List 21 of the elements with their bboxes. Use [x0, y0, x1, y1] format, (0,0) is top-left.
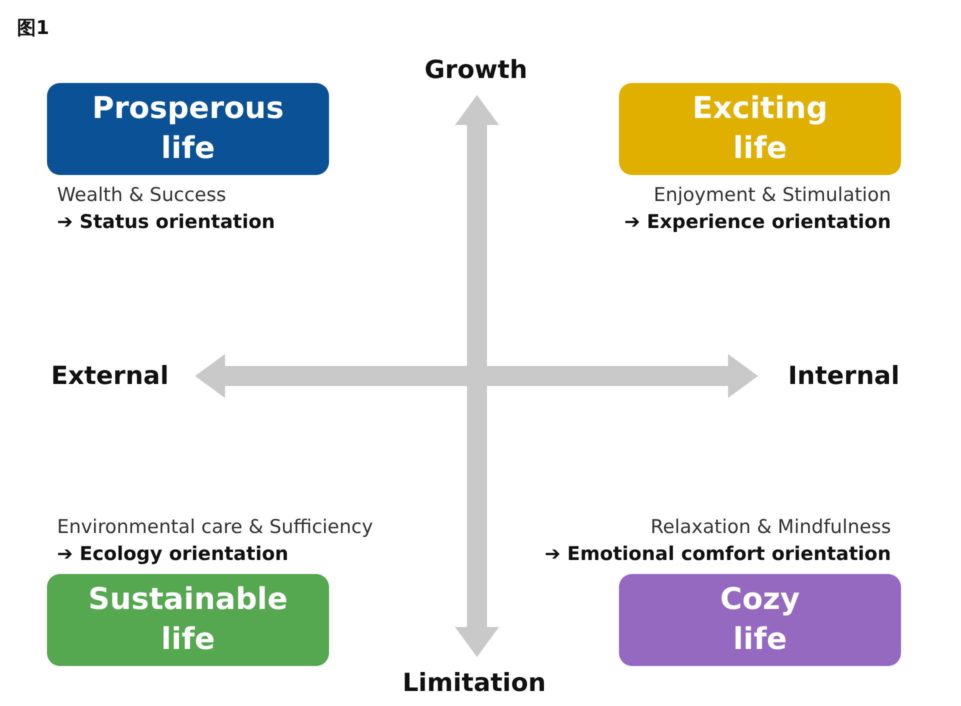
- category-box: [619, 83, 901, 175]
- caption-text: Wealth & Success: [57, 183, 226, 207]
- figure-title: 图1: [17, 16, 50, 41]
- box-title: Prosperous life: [92, 90, 284, 168]
- axis-label: Internal: [788, 361, 900, 391]
- orientation-text: ➔ Status orientation: [57, 210, 276, 234]
- axis-label: Limitation: [402, 668, 546, 698]
- category-box: [47, 83, 329, 175]
- orientation-text: ➔ Ecology orientation: [57, 542, 288, 566]
- category-box: [619, 574, 901, 666]
- box-title: Sustainable life: [88, 581, 288, 659]
- caption-text: Environmental care & Sufficiency: [57, 515, 373, 539]
- orientation-text: ➔ Emotional comfort orientation: [544, 542, 891, 566]
- axis-label: Growth: [424, 55, 528, 85]
- box-title: Cozy life: [720, 581, 800, 659]
- box-title: Exciting life: [692, 90, 828, 168]
- caption-text: Relaxation & Mindfulness: [650, 515, 891, 539]
- caption-text: Enjoyment & Stimulation: [654, 183, 891, 207]
- category-box: [47, 574, 329, 666]
- orientation-text: ➔ Experience orientation: [624, 210, 891, 234]
- axis-label: External: [51, 361, 169, 391]
